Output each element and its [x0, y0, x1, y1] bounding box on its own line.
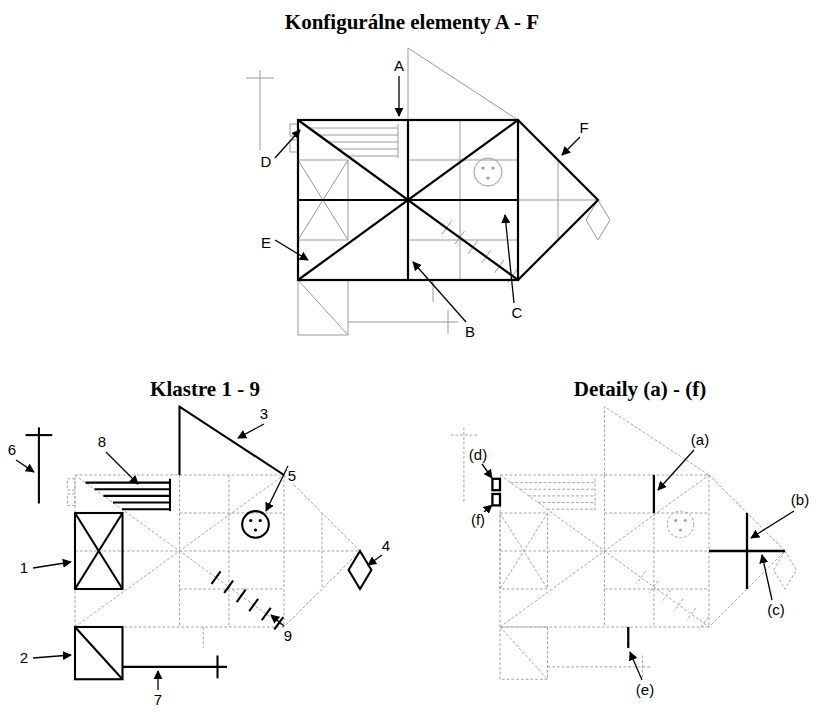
callout-label: (d) — [468, 447, 488, 463]
callout-label: 6 — [7, 442, 17, 458]
callout-label: (f) — [470, 512, 486, 528]
callout-label: (a) — [690, 432, 710, 448]
callout-label: E — [260, 235, 272, 251]
panel-heading: Konfigurálne elementy A - F — [285, 10, 539, 34]
callout-label: (e) — [635, 682, 655, 698]
callout-label: 5 — [287, 468, 297, 484]
detail-panel — [451, 407, 797, 680]
panel-heading: Detaily (a) - (f) — [574, 377, 706, 401]
callout-label: 9 — [283, 628, 293, 644]
panel-heading: Klastre 1 - 9 — [150, 377, 260, 401]
callout-label: (c) — [766, 602, 786, 618]
callout-label: A — [393, 58, 405, 74]
callout-label: 2 — [19, 650, 29, 666]
callout-label: F — [578, 120, 589, 136]
callout-label: 7 — [153, 692, 163, 708]
callout-label: 1 — [19, 560, 29, 576]
callout-label: 4 — [381, 538, 391, 554]
callout-label: (b) — [790, 492, 810, 508]
leader-arrows — [16, 76, 794, 690]
callout-label: B — [464, 324, 476, 340]
callout-label: D — [260, 154, 273, 170]
callout-label: 3 — [259, 406, 269, 422]
cluster-panel — [26, 407, 372, 680]
callout-label: C — [511, 305, 524, 321]
callout-label: 8 — [97, 434, 107, 450]
configural-panel — [246, 48, 610, 335]
